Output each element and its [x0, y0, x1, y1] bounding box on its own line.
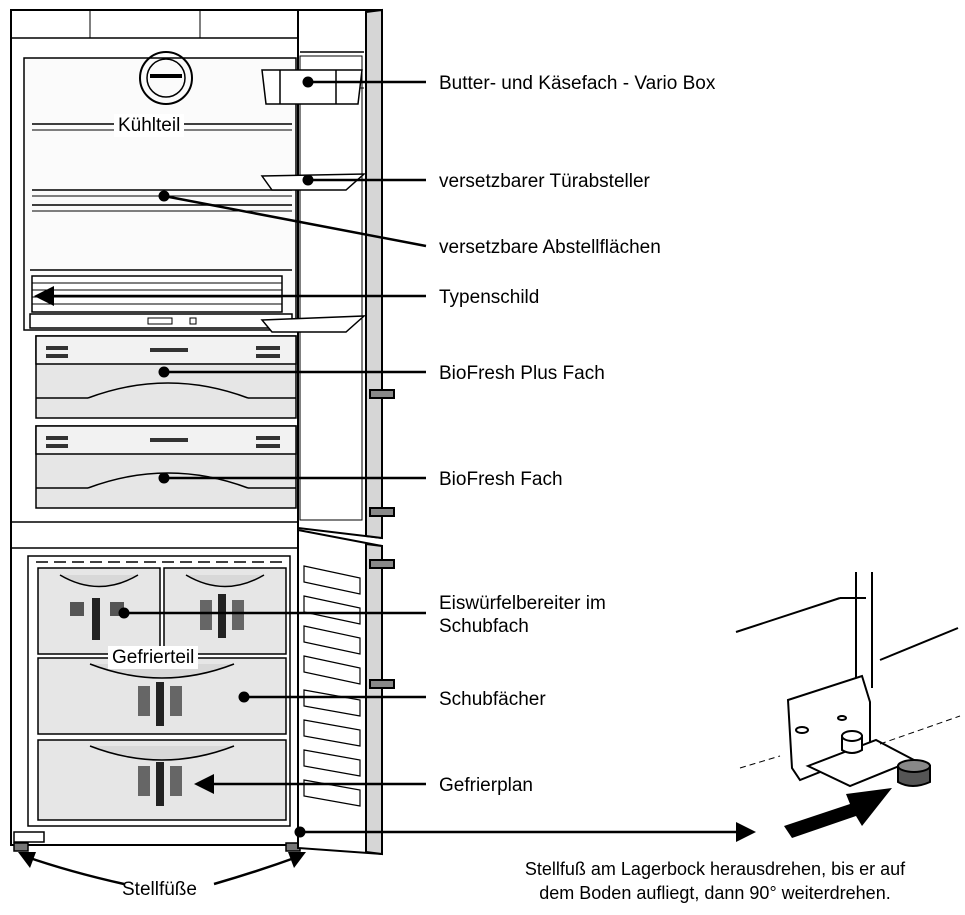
- callout-butter-cheese-box: Butter- und Käsefach - Vario Box: [439, 73, 716, 94]
- freezer-section-label: Gefrierteil: [108, 646, 199, 669]
- foot-detail-illustration: [735, 572, 961, 788]
- upper-door: [297, 8, 395, 540]
- callout-biofresh: BioFresh Fach: [439, 469, 563, 490]
- callout-ice-maker: Eiswürfelbereiter im Schubfach: [439, 593, 606, 637]
- fridge-section-label: Kühlteil: [114, 114, 185, 137]
- fan-icon: [139, 51, 193, 105]
- feet-label: Stellfüße: [122, 879, 197, 900]
- cabinet-base: [13, 831, 301, 852]
- callout-freezer-plan: Gefrierplan: [439, 775, 533, 796]
- instruction-line-1: Stellfuß am Lagerbock herausdrehen, bis …: [524, 859, 906, 879]
- instruction-line-2: dem Boden aufliegt, dann 90° weiterdrehe…: [539, 883, 891, 903]
- freezer-plan-icons: [70, 594, 244, 806]
- callout-drawers: Schubfächer: [439, 689, 546, 710]
- callout-shelves: versetzbare Abstellflächen: [439, 237, 661, 258]
- callout-type-plate: Typenschild: [439, 287, 540, 308]
- push-arrow: [784, 788, 892, 838]
- leader-dots: [118, 76, 314, 838]
- lower-door: [297, 528, 395, 856]
- leader-arrowheads: [18, 286, 756, 868]
- shelves: [29, 123, 293, 329]
- drawer-symbols: [46, 346, 280, 448]
- callout-biofresh-plus: BioFresh Plus Fach: [439, 363, 605, 384]
- callout-door-shelf: versetzbarer Türabsteller: [439, 171, 650, 192]
